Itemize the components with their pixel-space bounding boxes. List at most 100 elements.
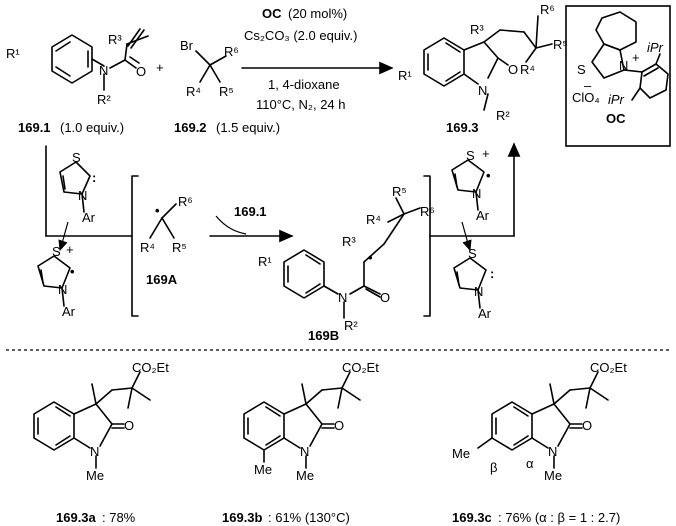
- atom-r6: R⁶: [224, 44, 239, 59]
- nhc-right2-s: S: [468, 246, 477, 261]
- product-n: N: [478, 83, 487, 98]
- label-169-2: 169.2: [174, 120, 207, 135]
- product-r4: R⁴: [520, 62, 535, 77]
- radical-169b-n: N: [338, 290, 347, 305]
- example-c-alpha: α: [526, 456, 534, 471]
- example-169-3b-id: 169.3b: [222, 510, 263, 525]
- radical-169a-r6: R⁶: [178, 194, 193, 209]
- example-a-o: O: [124, 418, 134, 433]
- radical-169b-r2: R²: [344, 318, 358, 333]
- label-169b: 169B: [308, 328, 339, 343]
- atom-br: Br: [180, 38, 194, 53]
- equiv-169-1: (1.0 equiv.): [60, 120, 124, 135]
- radical-169a-dot: •: [155, 203, 160, 218]
- example-b-me-ring: Me: [254, 462, 272, 477]
- nhc-left-lonepair: :: [92, 170, 96, 185]
- product-r3: R³: [470, 22, 484, 37]
- nhc-right-s: S: [466, 148, 475, 163]
- catalyst-ipr-bottom: iPr: [608, 92, 625, 107]
- atom-r3: R³: [108, 32, 122, 47]
- catalyst-ipr-top: iPr: [647, 40, 664, 55]
- catalyst-minus: –: [584, 78, 592, 93]
- label-169-1: 169.1: [18, 120, 51, 135]
- catalyst-box-label: OC: [606, 111, 626, 126]
- nhc-left2-plus: +: [66, 242, 74, 257]
- example-c-o: O: [582, 418, 592, 433]
- example-b-me-n: Me: [296, 468, 314, 483]
- example-a-co2et: CO₂Et: [132, 360, 169, 375]
- nhc-right2-ar: Ar: [478, 306, 492, 321]
- catalyst-box: [565, 5, 671, 147]
- nhc-right-n: N: [472, 186, 481, 201]
- alkyl-bromide-169-2: [195, 50, 227, 83]
- radical-169b-r3: R³: [342, 234, 356, 249]
- radical-169a-r4: R⁴: [140, 240, 155, 255]
- example-169-3c-structure: [477, 371, 609, 469]
- nhc-left-n: N: [78, 188, 87, 203]
- nhc-right-radical: •: [486, 168, 491, 183]
- radical-169b-r5: R⁵: [392, 184, 407, 199]
- catalyst-plus: +: [632, 50, 640, 65]
- nhc-right2-lonepair: :: [490, 266, 494, 281]
- condition-loading: (20 mol%): [288, 6, 347, 21]
- nhc-left2-s: S: [52, 244, 61, 259]
- label-169-3: 169.3: [446, 120, 479, 135]
- example-b-co2et: CO₂Et: [342, 360, 379, 375]
- label-169a: 169A: [146, 272, 178, 287]
- radical-169b: [283, 197, 421, 319]
- example-c-n: N: [548, 444, 557, 459]
- plus-sign: +: [156, 60, 164, 75]
- example-b-n: N: [300, 444, 309, 459]
- bracket-169b-right: [423, 175, 431, 317]
- radical-169b-r4: R⁴: [366, 212, 381, 227]
- atom-n: N: [99, 63, 108, 78]
- nhc-radical-cation-right: [451, 159, 485, 211]
- example-a-n: N: [90, 444, 99, 459]
- example-169-3a-id: 169.3a: [56, 510, 97, 525]
- example-169-3b-structure: [243, 371, 361, 469]
- nhc-carbene-right: [453, 257, 487, 309]
- example-169-3b-yield: : 61% (130°C): [268, 510, 350, 525]
- example-169-3a-yield: : 78%: [102, 510, 136, 525]
- arrow-reagent-curve: [215, 215, 247, 235]
- product-r1: R¹: [398, 68, 412, 83]
- nhc-right-ar: Ar: [476, 208, 490, 223]
- example-b-o: O: [334, 418, 344, 433]
- example-c-me-ring: Me: [452, 446, 470, 461]
- curved-arrow-right: [461, 221, 472, 252]
- atom-o: O: [136, 64, 146, 79]
- radical-169b-dot: •: [368, 250, 373, 265]
- catalyst-clo4: ClO₄: [572, 90, 600, 105]
- condition-temp: 110°C, N₂, 24 h: [256, 97, 346, 112]
- product-o: O: [508, 62, 518, 77]
- product-169-3: [423, 15, 553, 111]
- atom-r2: R²: [97, 92, 111, 107]
- example-c-me-n: Me: [544, 468, 562, 483]
- equiv-169-2: (1.5 equiv.): [216, 120, 280, 135]
- catalyst-n: N: [619, 58, 628, 73]
- catalyst-structure: [591, 11, 669, 101]
- example-169-3c-yield: : 76% (α : β = 1 : 2.7): [498, 510, 620, 525]
- condition-catalyst: OC: [262, 6, 282, 21]
- condition-solvent: 1, 4-dioxane: [268, 77, 340, 92]
- substrate-169-1: [51, 28, 149, 91]
- condition-base: Cs₂CO₃ (2.0 equiv.): [244, 28, 357, 43]
- example-169-3c-id: 169.3c: [452, 510, 492, 525]
- radical-169b-o: O: [380, 290, 390, 305]
- radical-169b-r6: R⁶: [420, 204, 435, 219]
- example-169-3a-structure: [33, 371, 151, 469]
- nhc-left-s: S: [72, 150, 81, 165]
- atom-r1: R¹: [6, 46, 20, 61]
- radical-169b-r1: R¹: [258, 254, 272, 269]
- bracket-169a-left: [131, 175, 139, 317]
- nhc-left-ar: Ar: [82, 210, 96, 225]
- curved-arrow-left: [58, 221, 69, 252]
- nhc-left2-ar: Ar: [62, 304, 76, 319]
- radical-169a: [149, 203, 177, 239]
- example-a-me: Me: [86, 468, 104, 483]
- arrow-reagent-169-1: 169.1: [234, 204, 267, 219]
- product-r6: R⁶: [540, 2, 555, 17]
- nhc-left2-n: N: [58, 282, 67, 297]
- nhc-radical-cation-left: [37, 255, 71, 307]
